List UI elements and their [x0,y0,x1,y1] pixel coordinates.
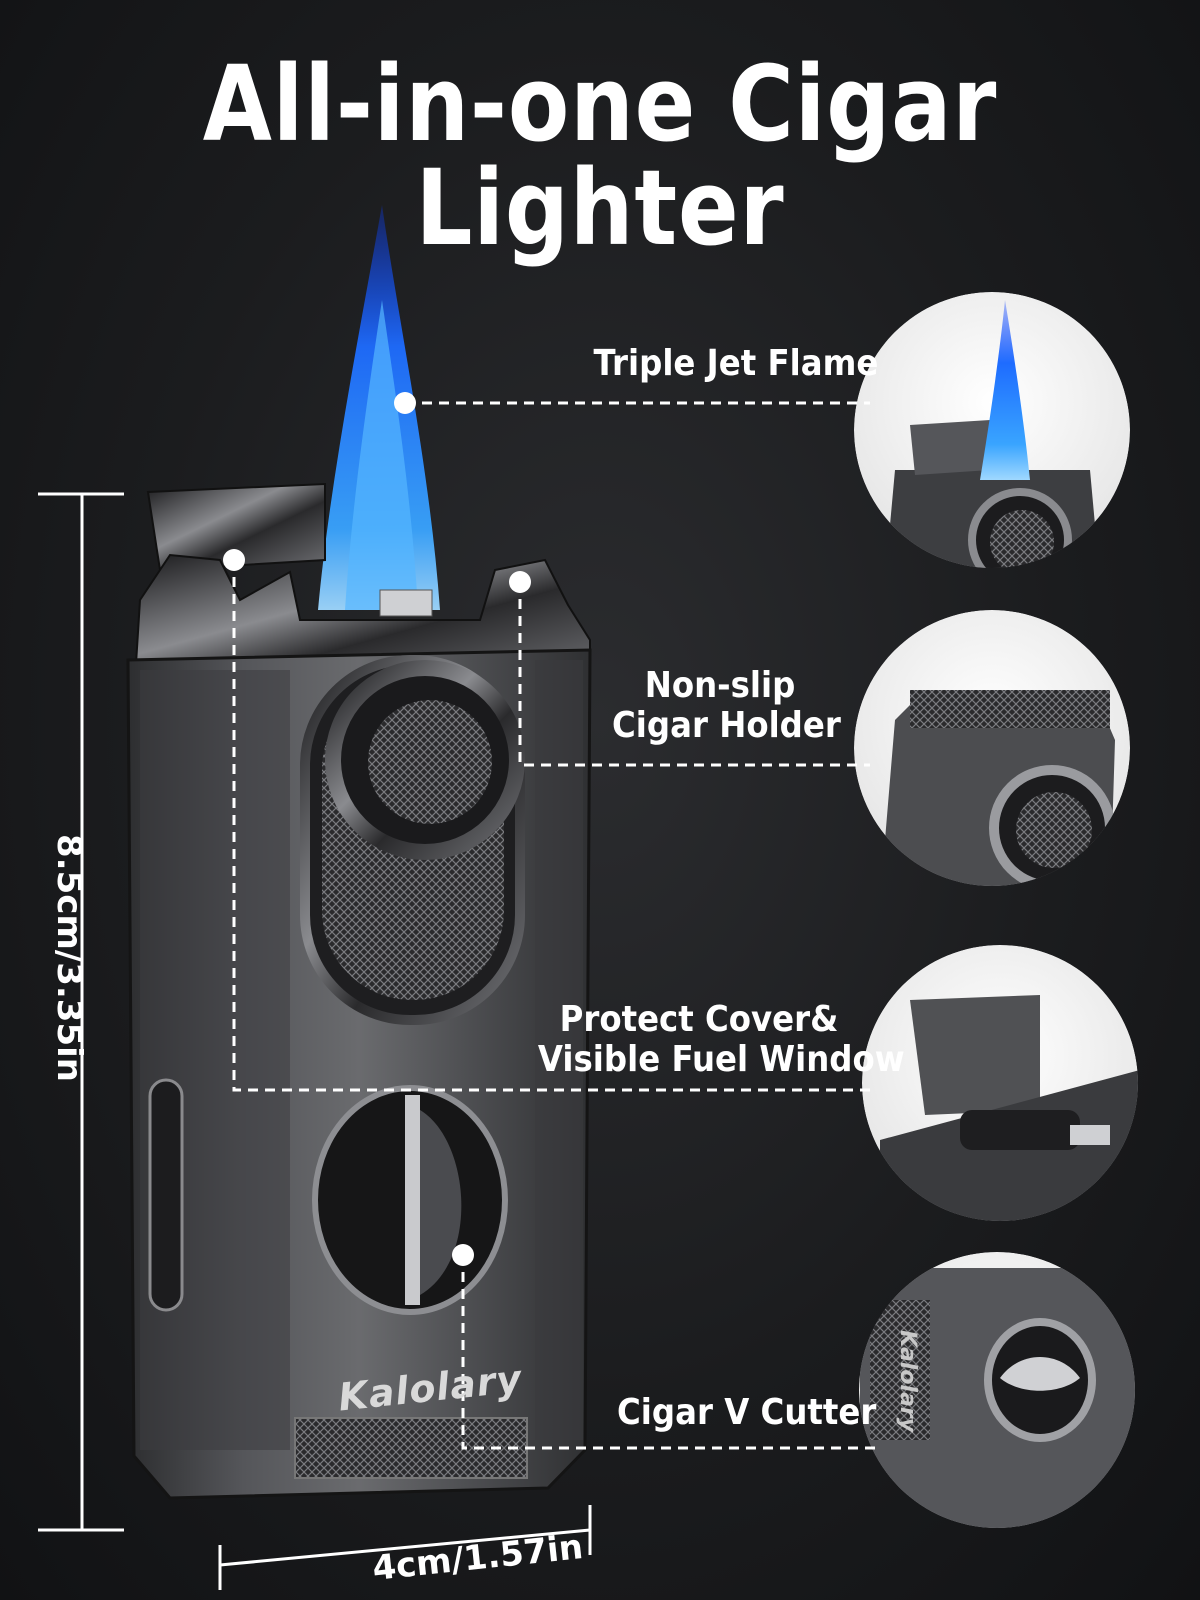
brand-logo-text-small: Kalolary [895,1330,920,1433]
height-dimension-label: 8.5cm/3.35in [48,834,89,1082]
height-dimension-line [38,492,124,1532]
triple-jet-flame [318,205,440,610]
callout-cigar-holder: Non-slip Cigar Holder [612,665,841,747]
width-dimension-line [218,1505,592,1590]
detail-circle-holder [854,610,1130,886]
leader-dots [223,392,531,1266]
callout-cover-fuel-window: Protect Cover& Visible Fuel Window [537,999,905,1081]
detail-circle-cutter [859,1252,1135,1528]
detail-circle-flame [854,292,1130,568]
detail-circle-cover [862,945,1138,1221]
page-title: All-in-one Cigar Lighter [202,43,998,269]
callout-v-cutter: Cigar V Cutter [617,1392,877,1433]
callout-triple-jet-flame: Triple Jet Flame [593,343,879,384]
lighter-body [126,482,592,1500]
leader-lines [232,401,880,1450]
